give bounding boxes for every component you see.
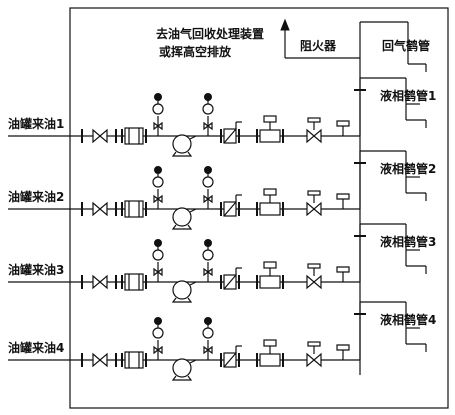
inlet-label-4: 油罐来油4	[8, 340, 64, 355]
strainer-3	[124, 273, 144, 291]
pressure-gauge-b-3	[204, 239, 212, 247]
control-valve-2	[306, 201, 322, 217]
boundary-frame	[69, 7, 449, 409]
strainer-2	[124, 200, 144, 218]
gate-valve-4	[92, 352, 108, 368]
pressure-gauge-a-4	[154, 317, 162, 325]
pressure-gauge-b-4	[204, 317, 212, 325]
vapor-destination-label-2: 或挥高空排放	[159, 44, 232, 59]
loading-arm-label-4: 液相鹤管4	[380, 312, 436, 327]
flow-meter-1	[259, 129, 281, 143]
pump-2	[172, 207, 192, 227]
loading-arm-label-1: 液相鹤管1	[380, 88, 436, 103]
loading-arm-label-3: 液相鹤管3	[380, 234, 436, 249]
flame-arrester-label: 阻火器	[300, 38, 337, 53]
gate-valve-2	[92, 201, 108, 217]
temperature-sensor-4	[336, 344, 350, 351]
pressure-gauge-a-2	[154, 166, 162, 174]
inlet-label-3: 油罐来油3	[8, 262, 64, 277]
pump-4	[172, 358, 192, 378]
strainer-4	[124, 351, 144, 369]
pump-1	[172, 134, 192, 154]
gate-valve-1	[92, 128, 108, 144]
temperature-sensor-1	[336, 120, 350, 127]
process-line-2: 油罐来油2 液相鹤管2	[8, 150, 436, 230]
temperature-sensor-3	[336, 266, 350, 273]
pressure-gauge-a-3	[154, 239, 162, 247]
pressure-gauge-b-1	[204, 93, 212, 101]
process-line-1: 油罐来油1 液相鹤管1	[8, 77, 436, 157]
vapor-arm-label: 回气鹤管	[382, 38, 430, 53]
process-line-4: 油罐来油4 液相鹤管4	[8, 301, 436, 381]
inlet-label-2: 油罐来油2	[8, 189, 64, 204]
vapor-destination-label-1: 去油气回收处理装置	[156, 26, 264, 41]
vapor-return-line	[280, 18, 427, 72]
inlet-label-1: 油罐来油1	[8, 116, 64, 131]
pressure-gauge-b-2	[204, 166, 212, 174]
control-valve-4	[306, 352, 322, 368]
pressure-gauge-a-1	[154, 93, 162, 101]
strainer-1	[124, 127, 144, 145]
pump-3	[172, 280, 192, 300]
flow-meter-4	[259, 353, 281, 367]
control-valve-1	[306, 128, 322, 144]
control-valve-3	[306, 274, 322, 290]
loading-arm-label-2: 液相鹤管2	[380, 161, 436, 176]
flow-meter-2	[259, 202, 281, 216]
flow-meter-3	[259, 275, 281, 289]
temperature-sensor-2	[336, 193, 350, 200]
process-line-3: 油罐来油3 液相鹤管3	[8, 223, 436, 303]
gate-valve-3	[92, 274, 108, 290]
